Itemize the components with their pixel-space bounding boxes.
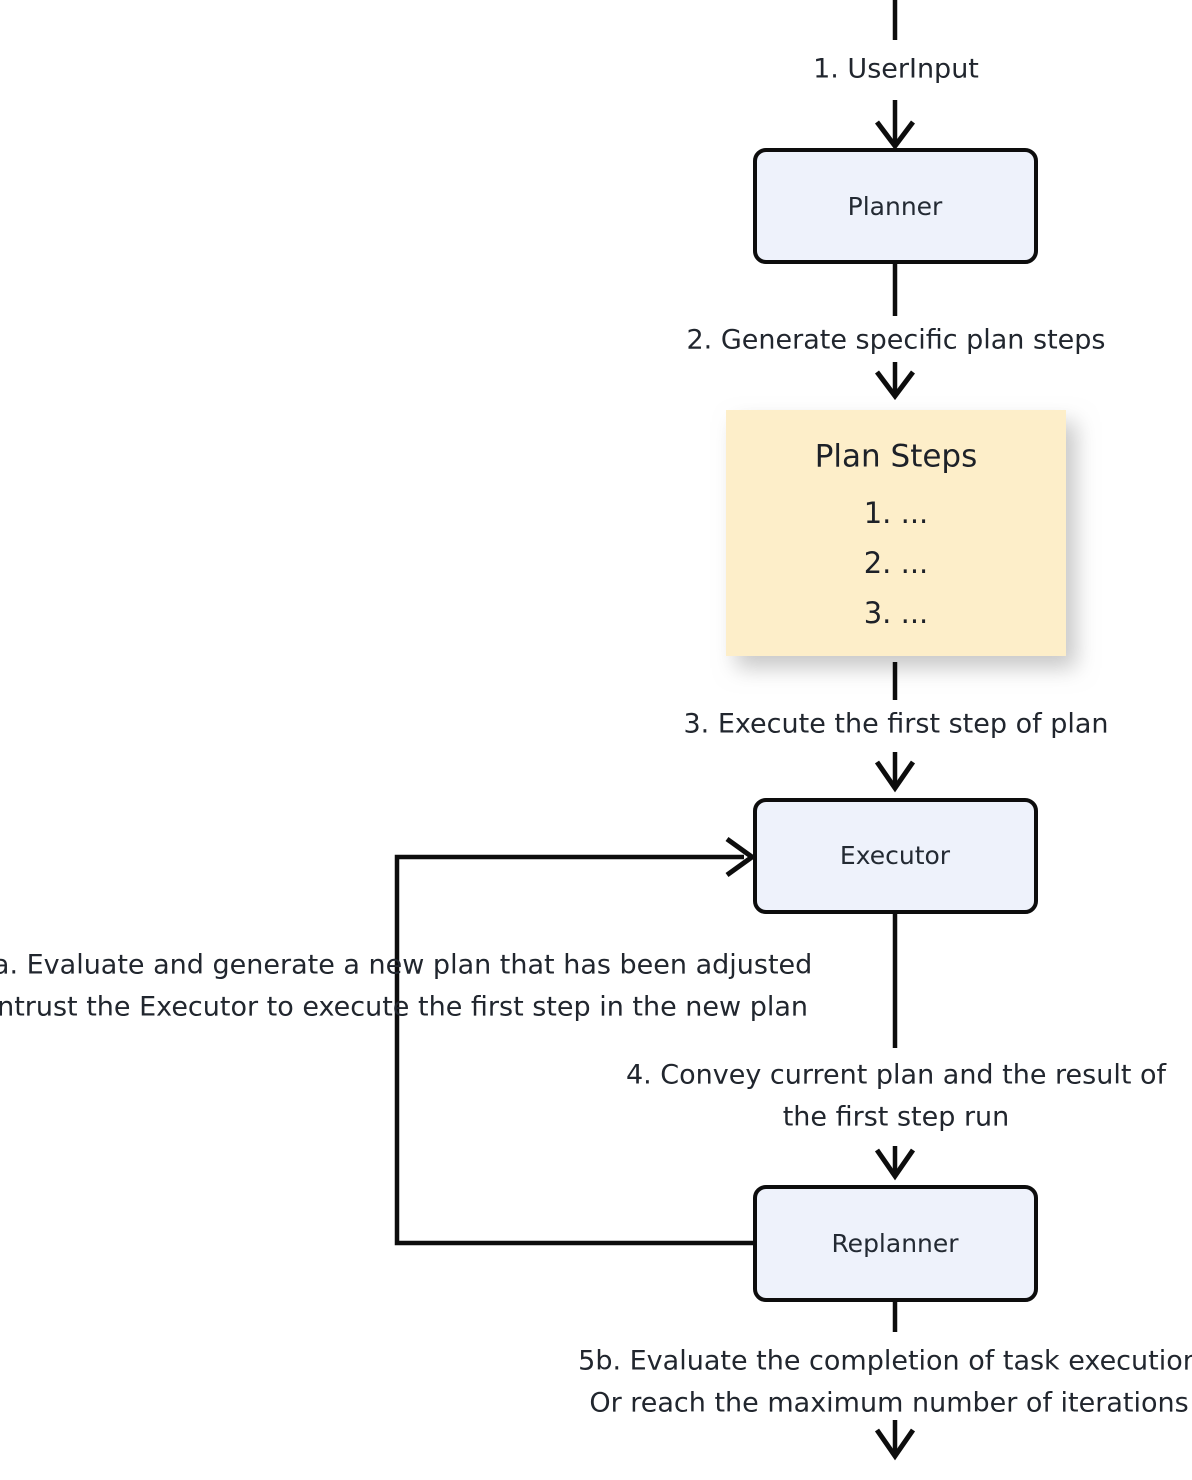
arrowhead-down-to-planner (875, 120, 915, 151)
edge-label-execute-first: 3. Execute the first step of plan (683, 709, 1108, 740)
arrowhead-right-to-executor (725, 836, 757, 878)
node-replanner-label: Replanner (831, 1229, 959, 1258)
edge-replan-loop-path (394, 854, 755, 1246)
edge-label-finish-line2: Or reach the maximum number of iteration… (589, 1388, 1188, 1419)
edge-label-replan-loop-line1: 5a. Evaluate and generate a new plan tha… (0, 950, 812, 981)
edge-label-replan-loop-line2: Entrust the Executor to execute the firs… (0, 992, 808, 1023)
plan-steps-title: Plan Steps (815, 439, 978, 475)
edge-label-finish-line1: 5b. Evaluate the completion of task exec… (578, 1346, 1192, 1377)
arrowhead-down-exit (874, 1428, 916, 1461)
plan-steps-item-2: 2. ... (864, 546, 929, 580)
arrowhead-down-to-plan-steps (875, 370, 915, 401)
edge-label-generate-plan: 2. Generate specific plan steps (687, 325, 1106, 356)
node-plan-steps[interactable] (726, 410, 1066, 656)
edge-label-convey-result-line1: 4. Convey current plan and the result of (626, 1060, 1168, 1091)
edge-label-convey-result-line2: the first step run (783, 1102, 1010, 1133)
arrowhead-down-to-executor (874, 760, 916, 793)
plan-steps-item-3: 3. ... (864, 596, 929, 630)
arrowhead-down-to-replanner (874, 1148, 916, 1181)
plan-steps-item-1: 1. ... (864, 496, 929, 530)
edge-label-user-input: 1. UserInput (813, 54, 979, 85)
node-executor-label: Executor (840, 841, 951, 870)
node-planner-label: Planner (848, 192, 943, 221)
